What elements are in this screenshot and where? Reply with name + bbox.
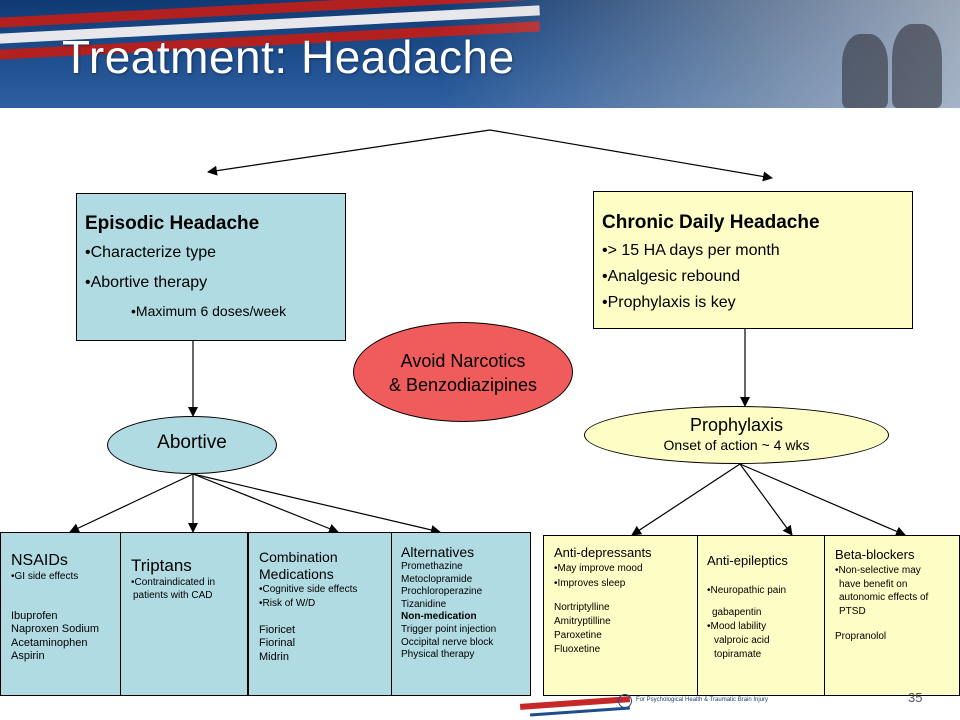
avoid-line-1: Avoid Narcotics (400, 351, 526, 371)
episodic-sub-bullet: •Maximum 6 doses/week (131, 303, 287, 319)
prophylaxis-label: Prophylaxis (689, 415, 784, 435)
betablockers-drug: Propranolol (835, 631, 887, 642)
nsaids-heading: NSAIDs (11, 552, 68, 569)
alternatives-nonmed-item: Trigger point injection (401, 623, 497, 635)
antidepressants-drug: Fluoxetine (554, 644, 601, 655)
arrow-to-antidepressants (631, 463, 741, 536)
abortive-ellipse: Abortive (107, 416, 277, 474)
episodic-heading: Episodic Headache (85, 213, 260, 234)
nsaids-box: NSAIDs •GI side effects Ibuprofen Naprox… (0, 532, 121, 696)
combination-bullet: •Risk of W/D (259, 598, 316, 610)
alternatives-heading: Alternatives (401, 544, 475, 560)
alternatives-nonmed-item: Occipital nerve block (401, 636, 494, 648)
header-banner: Treatment: Headache (0, 0, 960, 108)
antidepressants-drug: Amitryptilline (554, 616, 611, 627)
betablockers-heading: Beta-blockers (835, 547, 915, 562)
chronic-bullet: •Prophylaxis is key (602, 294, 736, 311)
arrow-to-combination (192, 473, 339, 534)
antidepressants-heading: Anti-depressants (554, 545, 652, 560)
soldier-silhouette (842, 34, 888, 108)
chronic-bullet: •Analgesic rebound (602, 268, 741, 285)
antidepressants-bullet: •May improve mood (554, 563, 643, 574)
prophylaxis-ellipse: Prophylaxis Onset of action ~ 4 wks (584, 406, 889, 464)
episodic-bullet: •Characterize type (85, 244, 216, 261)
betablockers-box: Beta-blockers •Non-selective may have be… (824, 535, 960, 696)
combination-drug: Fiorinal (259, 637, 296, 650)
betablockers-bullet-cont: PTSD (839, 605, 866, 617)
abortive-label: Abortive (157, 432, 227, 453)
chronic-heading: Chronic Daily Headache (602, 212, 820, 233)
page-number: 35 (908, 690, 923, 705)
triptans-bullet-cont: patients with CAD (133, 589, 213, 601)
arrow-to-betablockers (739, 463, 906, 537)
combination-bullet: •Cognitive side effects (259, 584, 358, 595)
alternatives-item: Promethazine (401, 561, 463, 572)
betablockers-bullet: •Non-selective may (835, 565, 921, 576)
combination-box: Combination Medications •Cognitive side … (248, 532, 392, 696)
chronic-bullet: •> 15 HA days per month (602, 242, 780, 259)
alternatives-item: Tizanidine (401, 598, 447, 610)
alternatives-item: Metoclopramide (401, 573, 473, 585)
arrow-to-episodic (207, 129, 491, 176)
antidepressants-box: Anti-depressants •May improve mood •Impr… (543, 535, 698, 696)
page-title: Treatment: Headache (62, 31, 515, 83)
antidepressants-drug: Nortriptylline (554, 602, 610, 613)
footer-logo-area: For Psychological Health & Traumatic Bra… (520, 682, 960, 720)
triptans-heading: Triptans (131, 556, 192, 575)
antiepileptics-bullet: •Neuropathic pain (707, 585, 787, 596)
antiepileptics-heading: Anti-epileptics (707, 553, 788, 568)
combination-heading-2: Medications (259, 566, 334, 582)
nsaids-drug: Ibuprofen (11, 609, 58, 622)
avoid-line-2: & Benzodiazipines (388, 375, 538, 395)
betablockers-bullet-cont: autonomic effects of (839, 592, 929, 603)
betablockers-bullet-cont: have benefit on (839, 578, 908, 590)
antiepileptics-bullet: •Mood lability (707, 621, 767, 632)
prophylaxis-onset: Onset of action ~ 4 wks (663, 437, 810, 453)
nsaids-drug: Aspirin (11, 650, 45, 663)
soldier-silhouette (892, 24, 942, 108)
alternatives-nonmed-heading: Non-medication (401, 611, 477, 623)
antiepileptics-drug: valproic acid (714, 635, 770, 646)
episodic-headache-box: Episodic Headache •Characterize type •Ab… (76, 193, 346, 341)
alternatives-box: Alternatives Promethazine Metoclopramide… (391, 532, 531, 696)
combination-drug: Fioricet (259, 623, 296, 636)
antidepressants-drug: Paroxetine (554, 630, 602, 641)
chronic-headache-box: Chronic Daily Headache •> 15 HA days per… (593, 191, 913, 329)
nsaids-bullet: •GI side effects (11, 571, 79, 582)
avoid-narcotics-ellipse: Avoid Narcotics & Benzodiazipines (353, 322, 573, 422)
arrow-to-antiepileptics (739, 463, 793, 536)
triptans-bullet: •Contraindicated in (131, 577, 216, 588)
triptans-box: Triptans •Contraindicated in patients wi… (120, 532, 248, 696)
combination-heading: Combination (259, 549, 338, 565)
dcoe-logo-icon (618, 694, 632, 708)
antidepressants-bullet: •Improves sleep (554, 578, 626, 589)
alternatives-item: Prochloroperazine (401, 586, 483, 598)
combination-drug: Midrin (259, 650, 289, 663)
nsaids-drug: Acetaminophen (11, 636, 88, 649)
antiepileptics-drug: gabapentin (712, 607, 762, 618)
episodic-bullet: •Abortive therapy (85, 274, 208, 291)
footer-organization: For Psychological Health & Traumatic Bra… (636, 697, 769, 703)
arrow-to-alternatives (192, 473, 441, 535)
arrow-to-nsaids (69, 473, 194, 533)
antiepileptics-drug: topiramate (714, 649, 762, 660)
antiepileptics-box: Anti-epileptics •Neuropathic pain gabape… (697, 535, 825, 696)
alternatives-nonmed-item: Physical therapy (401, 649, 475, 661)
arrow-to-chronic (489, 129, 773, 182)
nsaids-drug: Naproxen Sodium (11, 623, 100, 636)
